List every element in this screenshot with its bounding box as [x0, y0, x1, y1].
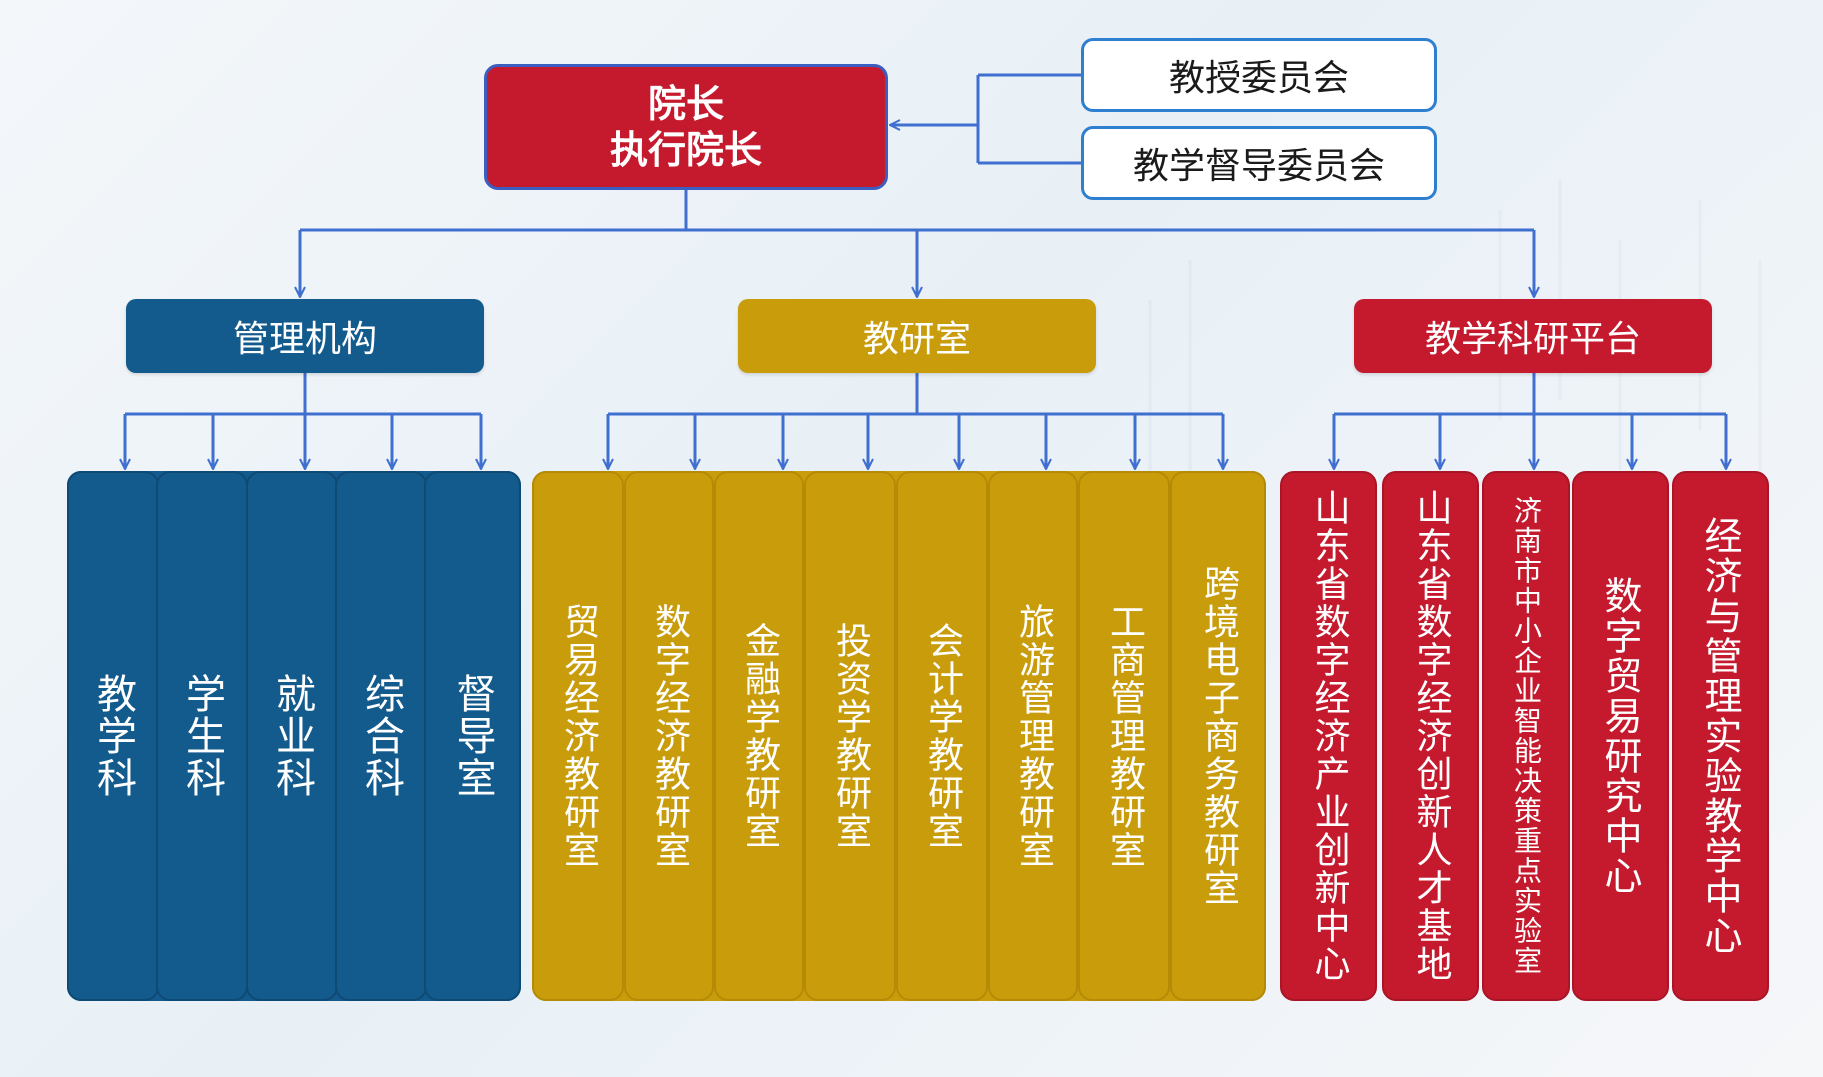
teaching-leaf-2-label: 数字经济教研室	[649, 603, 690, 869]
management-leaf-1: 教学科	[67, 471, 159, 1001]
management-leaf-5: 督导室	[424, 471, 521, 1001]
teaching-leaf-6-label: 旅游管理教研室	[1013, 603, 1054, 869]
teaching-leaf-7-label: 工商管理教研室	[1104, 603, 1145, 869]
branch-management: 管理机构	[126, 299, 484, 373]
teaching-leaf-7: 工商管理教研室	[1078, 471, 1170, 1001]
branch-teaching-offices: 教研室	[738, 299, 1096, 373]
committee-professors: 教授委员会	[1081, 38, 1437, 112]
teaching-leaf-6: 旅游管理教研室	[988, 471, 1078, 1001]
management-leaf-2: 学生科	[156, 471, 248, 1001]
committee-professors-label: 教授委员会	[1168, 58, 1349, 99]
root-line1: 院长	[647, 82, 724, 126]
teaching-leaf-4-label: 投资学教研室	[830, 622, 871, 850]
teaching-leaf-1-label: 贸易经济教研室	[558, 603, 599, 869]
management-leaf-2-label: 学生科	[179, 673, 225, 799]
branch-teaching-offices-label: 教研室	[862, 319, 971, 360]
research-leaf-5: 经济与管理实验教学中心	[1672, 471, 1769, 1001]
research-leaf-1: 山东省数字经济产业创新中心	[1280, 471, 1377, 1001]
root-line2: 执行院长	[609, 128, 762, 172]
management-leaf-3: 就业科	[246, 471, 338, 1001]
research-leaf-4: 数字贸易研究中心	[1572, 471, 1669, 1001]
research-leaf-4-label: 数字贸易研究中心	[1598, 576, 1642, 896]
teaching-leaf-2: 数字经济教研室	[624, 471, 714, 1001]
research-leaf-3-label: 济南市中小企业智能决策重点实验室	[1510, 496, 1543, 976]
branch-research-platforms-label: 教学科研平台	[1424, 319, 1641, 360]
research-leaf-2-label: 山东省数字经济创新人才基地	[1410, 489, 1452, 983]
management-leaf-5-label: 督导室	[449, 673, 496, 799]
committee-teaching-supervision-label: 教学督导委员会	[1132, 146, 1385, 187]
management-leaf-4-label: 综合科	[358, 673, 404, 799]
management-leaf-3-label: 就业科	[269, 673, 315, 799]
branch-research-platforms: 教学科研平台	[1354, 299, 1712, 373]
root-dean-node: 院长 执行院长	[484, 64, 888, 190]
management-leaf-1-label: 教学科	[90, 673, 136, 799]
teaching-leaf-5: 会计学教研室	[896, 471, 988, 1001]
management-leaf-4: 综合科	[335, 471, 427, 1001]
teaching-leaf-4: 投资学教研室	[804, 471, 896, 1001]
teaching-leaf-8: 跨境电子商务教研室	[1170, 471, 1266, 1001]
research-leaf-3: 济南市中小企业智能决策重点实验室	[1482, 471, 1570, 1001]
teaching-leaf-3: 金融学教研室	[714, 471, 804, 1001]
teaching-leaf-1: 贸易经济教研室	[532, 471, 624, 1001]
teaching-leaf-3-label: 金融学教研室	[739, 622, 780, 850]
research-leaf-2: 山东省数字经济创新人才基地	[1382, 471, 1479, 1001]
research-leaf-1-label: 山东省数字经济产业创新中心	[1308, 489, 1350, 983]
teaching-leaf-5-label: 会计学教研室	[922, 622, 963, 850]
research-leaf-5-label: 经济与管理实验教学中心	[1698, 516, 1742, 956]
committee-teaching-supervision: 教学督导委员会	[1081, 126, 1437, 200]
teaching-leaf-8-label: 跨境电子商务教研室	[1198, 565, 1239, 907]
branch-management-label: 管理机构	[232, 319, 377, 360]
